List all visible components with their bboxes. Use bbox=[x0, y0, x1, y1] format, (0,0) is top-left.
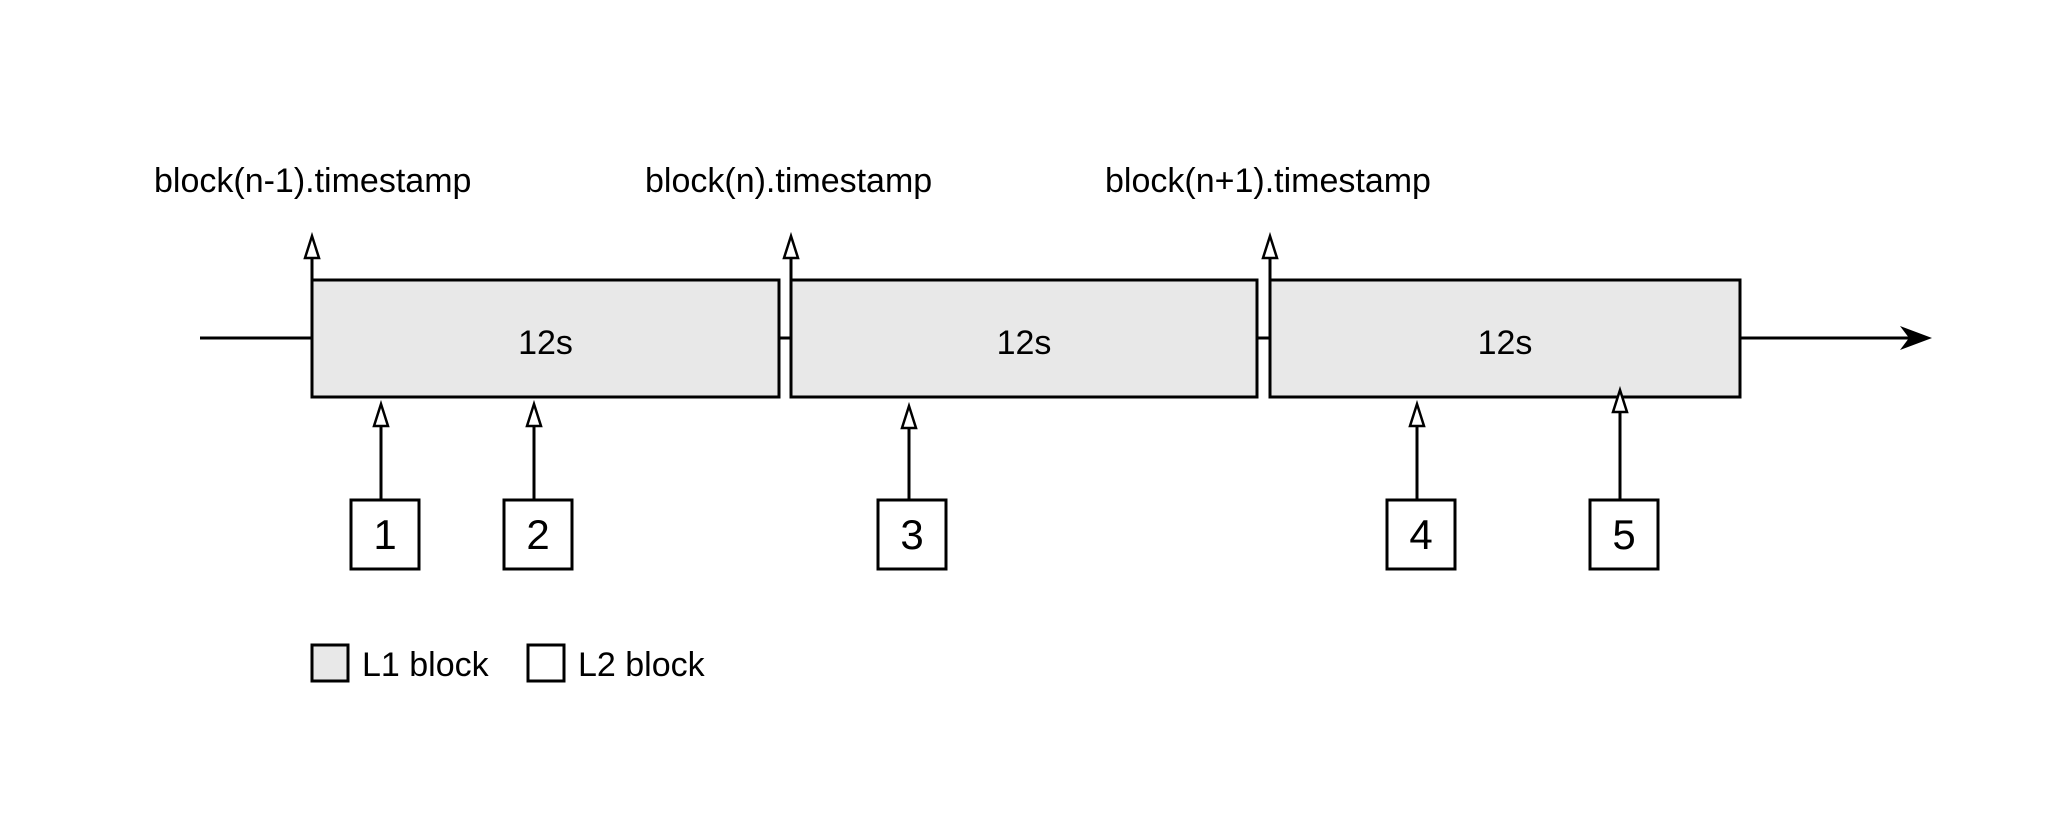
l2-block-4-arrow bbox=[1408, 399, 1426, 500]
l2-block-1-arrow bbox=[372, 399, 390, 500]
l2-block-5-number: 5 bbox=[1612, 511, 1635, 558]
l2-block-1-number: 1 bbox=[373, 511, 396, 558]
l2-block-4 bbox=[1385, 498, 1457, 571]
l2-block-2-arrow bbox=[525, 399, 543, 500]
legend-l2-label: L2 block bbox=[578, 646, 706, 684]
l2-block-3 bbox=[876, 498, 948, 571]
l2-block-2 bbox=[502, 498, 574, 571]
timestamp-label-n-plus-1: block(n+1).timestamp bbox=[1105, 162, 1431, 200]
l1-block-1 bbox=[310, 278, 781, 399]
legend-l1-label: L1 block bbox=[362, 646, 490, 684]
l2-block-4-number: 4 bbox=[1409, 511, 1432, 558]
timestamp-label-n: block(n).timestamp bbox=[645, 162, 932, 200]
timestamp-arrow-n-minus-1 bbox=[303, 231, 321, 280]
l2-block-3-arrow bbox=[900, 401, 918, 500]
legend-l2-swatch bbox=[526, 643, 566, 683]
legend: L1 block L2 block bbox=[310, 643, 706, 684]
l2-block-1 bbox=[349, 498, 421, 571]
l1-block-3 bbox=[1268, 278, 1742, 399]
l1-block-2-duration: 12s bbox=[997, 324, 1052, 362]
l2-block-3-number: 3 bbox=[900, 511, 923, 558]
l2-block-2-number: 2 bbox=[526, 511, 549, 558]
l1-block-3-duration: 12s bbox=[1478, 324, 1533, 362]
l1-block-2 bbox=[789, 278, 1259, 399]
timestamp-arrow-n bbox=[782, 231, 800, 280]
timestamp-label-n-minus-1: block(n-1).timestamp bbox=[154, 162, 471, 200]
l2-block-5 bbox=[1588, 498, 1660, 571]
legend-l1-swatch bbox=[310, 643, 350, 683]
timeline-arrowhead bbox=[1900, 326, 1932, 350]
timestamp-arrow-n-plus-1 bbox=[1261, 231, 1279, 280]
l2-block-5-arrow bbox=[1611, 385, 1629, 500]
l1-block-1-duration: 12s bbox=[518, 324, 573, 362]
